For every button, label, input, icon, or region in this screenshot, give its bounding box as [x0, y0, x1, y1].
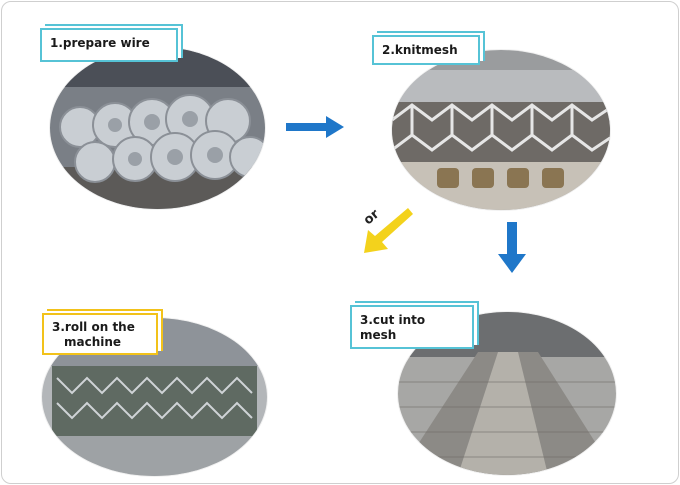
step-3-cut-label-line-1: 3.cut into [360, 313, 464, 328]
wire-coils-photo [50, 47, 265, 209]
step-1-label: 1.prepare wire [40, 28, 178, 62]
knitting-machine-photo [392, 50, 610, 210]
step-3-roll-label-line-1: 3.roll on the [52, 320, 148, 335]
right-arrow-icon [286, 116, 346, 138]
step-3-roll-label: 3.roll on the machine [42, 313, 158, 355]
step-2-label-text: 2.knitmesh [382, 43, 458, 57]
down-arrow-icon [497, 222, 527, 274]
step-2-label: 2.knitmesh [372, 35, 480, 65]
step-3-cut-label: 3.cut into mesh [350, 305, 474, 349]
step-1-label-text: 1.prepare wire [50, 36, 150, 50]
step-3-roll-label-line-2: machine [52, 335, 148, 350]
step-3-cut-label-line-2: mesh [360, 328, 464, 343]
